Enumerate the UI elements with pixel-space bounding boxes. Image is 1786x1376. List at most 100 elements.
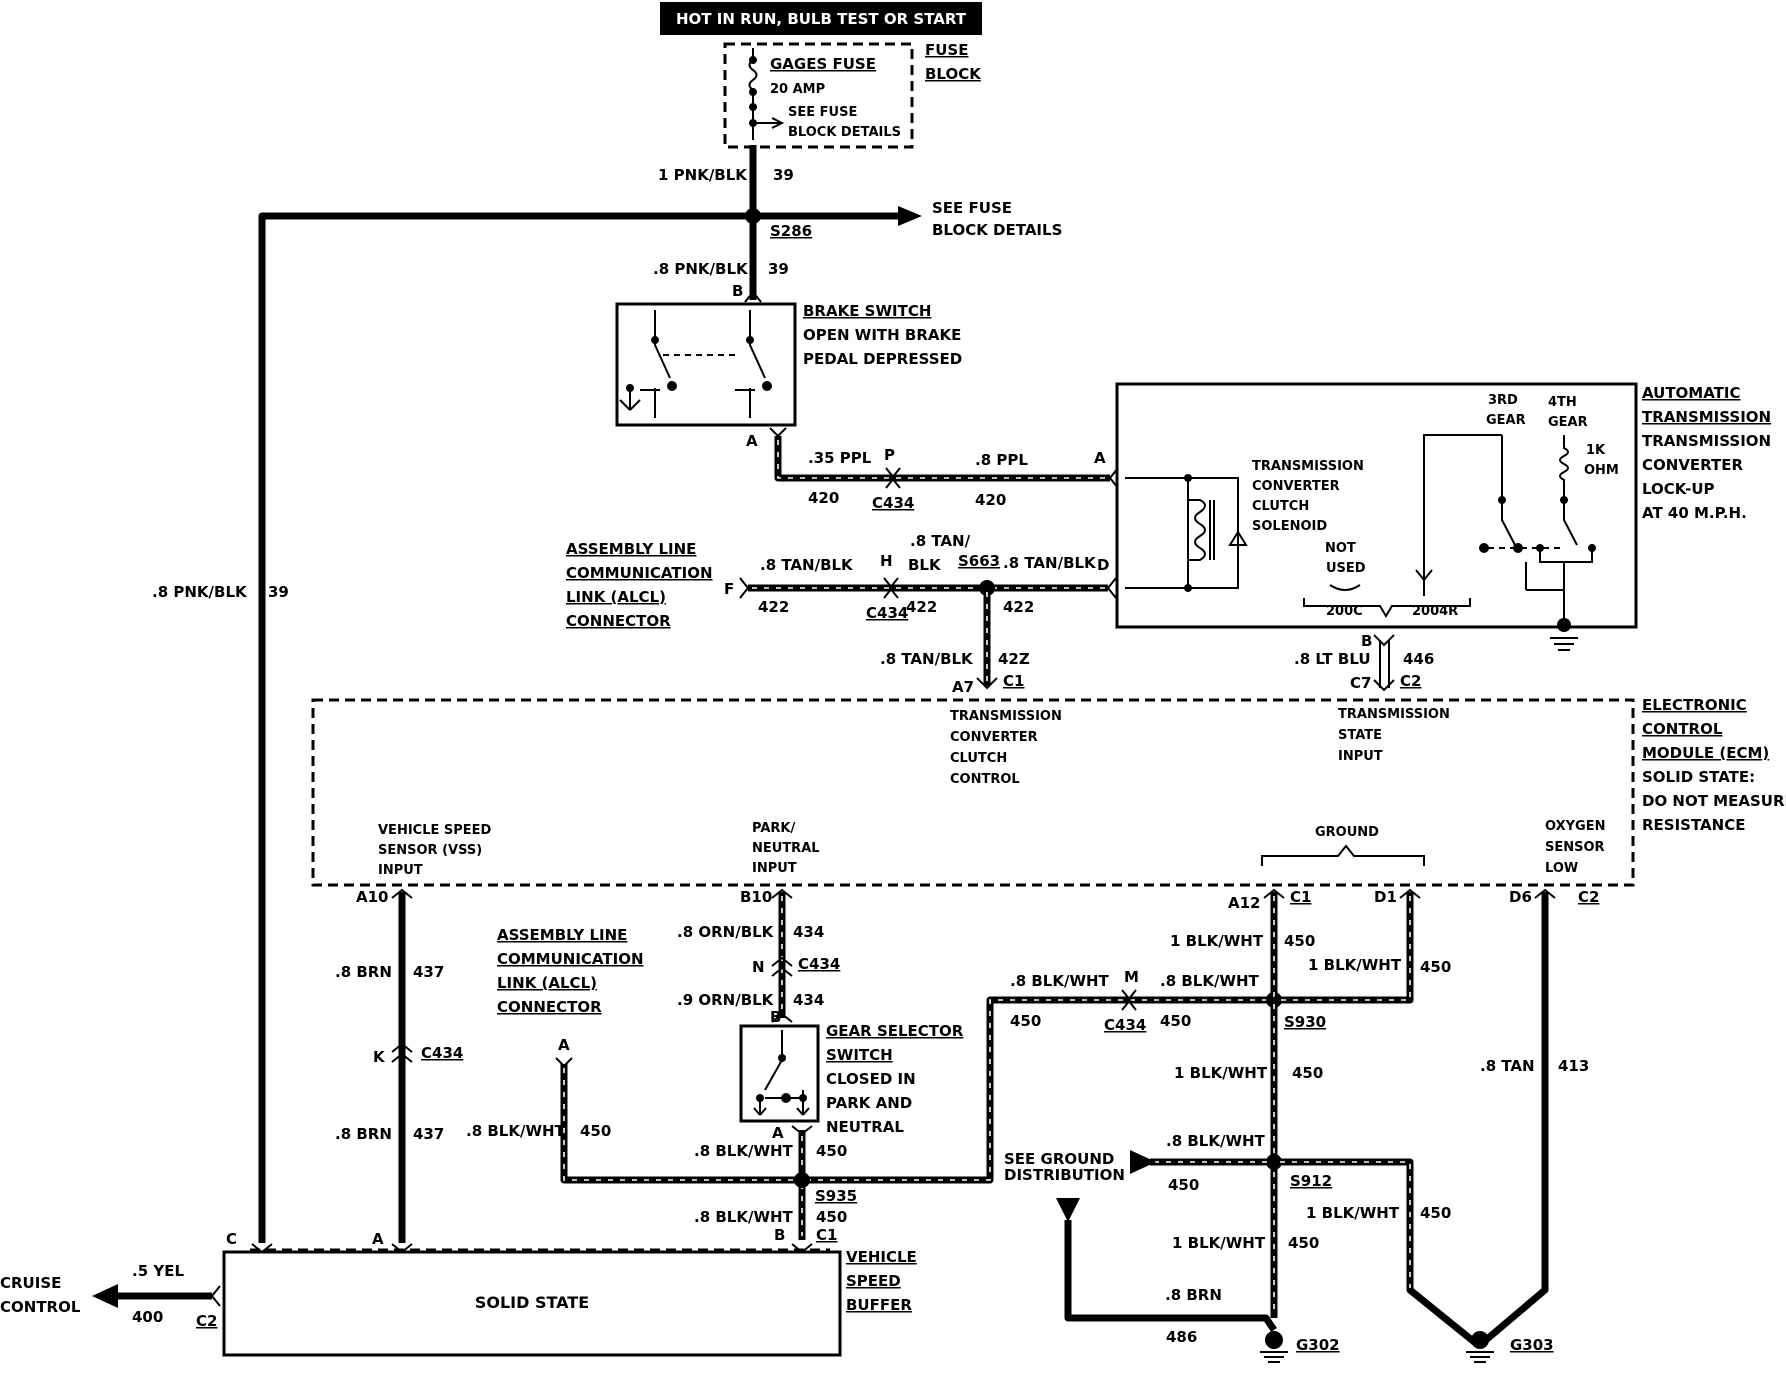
fuse-link [748, 48, 758, 140]
buffer-pin-c [251, 1243, 273, 1254]
splice-s286-dot [745, 208, 761, 224]
gear-4th-1: 4TH [1548, 395, 1577, 410]
vss-buffer-title-1: VEHICLE [846, 1248, 917, 1266]
brake-pin-a-label: A [746, 432, 758, 450]
alcl-bottom-3: LINK (ALCL) [497, 974, 597, 992]
brake-switch-title: BRAKE SWITCH [803, 302, 931, 320]
alcl-bottom-1: ASSEMBLY LINE [497, 926, 627, 944]
ecm-title-1: ELECTRONIC [1642, 696, 1747, 714]
tcc-solenoid-4: SOLENOID [1252, 519, 1327, 534]
ecm-pin-a12 [1263, 888, 1285, 899]
ecm-o2-3: LOW [1545, 861, 1578, 876]
c434-pin-m: M [1124, 968, 1139, 986]
gear-pin-a-label: A [772, 1124, 784, 1142]
c434-label-k: C434 [421, 1044, 463, 1062]
wire-35ppl-label: .35 PPL [808, 449, 872, 467]
circuit-450-a12: 450 [1284, 932, 1315, 950]
wire-1blkwht-a12: 1 BLK/WHT [1170, 932, 1264, 950]
fuse-node [749, 88, 757, 96]
resistor-1: 1K [1586, 443, 1606, 458]
circuit-420-right: 420 [975, 491, 1006, 509]
ecm-pn-2: NEUTRAL [752, 841, 820, 856]
ecm-title-3: MODULE (ECM) [1642, 744, 1769, 762]
splice-s935: S935 [815, 1187, 857, 1205]
transmission-heading-2: TRANSMISSION [1642, 408, 1771, 426]
ecm-pin-a7 [976, 677, 998, 690]
ecm-conn-c2-bottom: C2 [1578, 888, 1599, 906]
gear-switch-contacts [1415, 434, 1596, 651]
buffer-pin-c-label: C [226, 1230, 237, 1248]
wire-5yel: .5 YEL [132, 1262, 184, 1280]
fuse-node [749, 56, 757, 64]
wire-blkwht-buffer: .8 BLK/WHT [694, 1208, 794, 1226]
ecm-conn-c2-top: C2 [1400, 672, 1421, 690]
resistor-2: OHM [1584, 463, 1619, 478]
gear-pin-b [771, 1012, 793, 1023]
wire-ltblu: .8 LT BLU [1294, 650, 1371, 668]
not-used-1: NOT [1325, 541, 1356, 556]
tcc-solenoid-1: TRANSMISSION [1252, 459, 1364, 474]
circuit-422-1: 422 [758, 598, 789, 616]
ecm-title-5: DO NOT MEASURE [1642, 792, 1786, 810]
ecm-pin-a7-label: A7 [952, 678, 974, 696]
splice-s930: S930 [1284, 1013, 1326, 1031]
ecm-ground-brace [1261, 844, 1425, 866]
brake-switch-desc-2: PEDAL DEPRESSED [803, 350, 962, 368]
model-2004r: 2004R [1412, 604, 1458, 619]
ecm-vss-3: INPUT [378, 863, 423, 878]
gear-switch-4: PARK AND [826, 1094, 912, 1112]
splice-s912: S912 [1290, 1172, 1332, 1190]
wire-39-left [258, 212, 753, 1243]
alcl-top-2: COMMUNICATION [566, 564, 713, 582]
ground-g302-symbol [1260, 1331, 1288, 1363]
transmission-desc-4: CONVERTER [1642, 456, 1744, 474]
not-used-mark [1329, 584, 1361, 591]
circuit-400: 400 [132, 1308, 163, 1326]
gear-4th-2: GEAR [1548, 415, 1588, 430]
transmission-desc-3: TRANSMISSION [1642, 432, 1771, 450]
circuit-39-label-top: 39 [773, 166, 794, 184]
gear-pin-b-label: B [770, 1008, 781, 1026]
see-ground-2: DISTRIBUTION [1004, 1166, 1125, 1184]
tcc-pin-d-label: D [1097, 556, 1109, 574]
buffer-conn-c1: C1 [816, 1226, 837, 1244]
gear-switch-3: CLOSED IN [826, 1070, 916, 1088]
supply-header: HOT IN RUN, BULB TEST OR START [676, 10, 967, 28]
alcl-top-pin-f [739, 577, 750, 599]
ecm-pin-c7 [1373, 679, 1395, 692]
connector-c434-h [883, 577, 899, 599]
tcc-pin-a-label: A [1094, 449, 1106, 467]
ecm-title-2: CONTROL [1642, 720, 1723, 738]
c434-pin-n: N [752, 958, 765, 976]
ecm-conn-c1-top: C1 [1003, 672, 1024, 690]
wire-413 [1477, 892, 1549, 1348]
buffer-pin-b-label: B [774, 1226, 785, 1244]
circuit-420-left: 420 [808, 489, 839, 507]
vss-buffer-body: SOLID STATE [475, 1293, 589, 1312]
connector-c434-k [391, 1042, 413, 1063]
brake-switch-box [615, 302, 797, 427]
wire-1pnkblk-label: 1 PNK/BLK [658, 166, 748, 184]
brake-pin-b-label: B [732, 282, 743, 300]
ecm-o2-2: SENSOR [1545, 840, 1605, 855]
circuit-450-gear: 450 [816, 1142, 847, 1160]
wire-blkwht-alcl: .8 BLK/WHT [466, 1122, 566, 1140]
ecm-tsi-1: TRANSMISSION [1338, 707, 1450, 722]
c434-pin-p: P [884, 446, 895, 464]
fuse-block-label-2: BLOCK [925, 65, 982, 83]
c434-label-p: C434 [872, 494, 914, 512]
ecm-pn-3: INPUT [752, 861, 797, 876]
fuse-block-outline [723, 42, 914, 149]
ecm-tcc-4: CONTROL [950, 772, 1020, 787]
not-used-2: USED [1326, 561, 1366, 576]
circuit-42z: 42Z [998, 650, 1030, 668]
alcl-top-4: CONNECTOR [566, 612, 671, 630]
c434-pin-h: H [880, 552, 893, 570]
brake-switch-desc-1: OPEN WITH BRAKE [803, 326, 961, 344]
tcc-solenoid-3: CLUTCH [1252, 499, 1309, 514]
circuit-450-alcl: 450 [580, 1122, 611, 1140]
circuit-486: 486 [1166, 1328, 1197, 1346]
ecm-ground: GROUND [1315, 825, 1379, 840]
circuit-437-1: 437 [413, 963, 444, 981]
